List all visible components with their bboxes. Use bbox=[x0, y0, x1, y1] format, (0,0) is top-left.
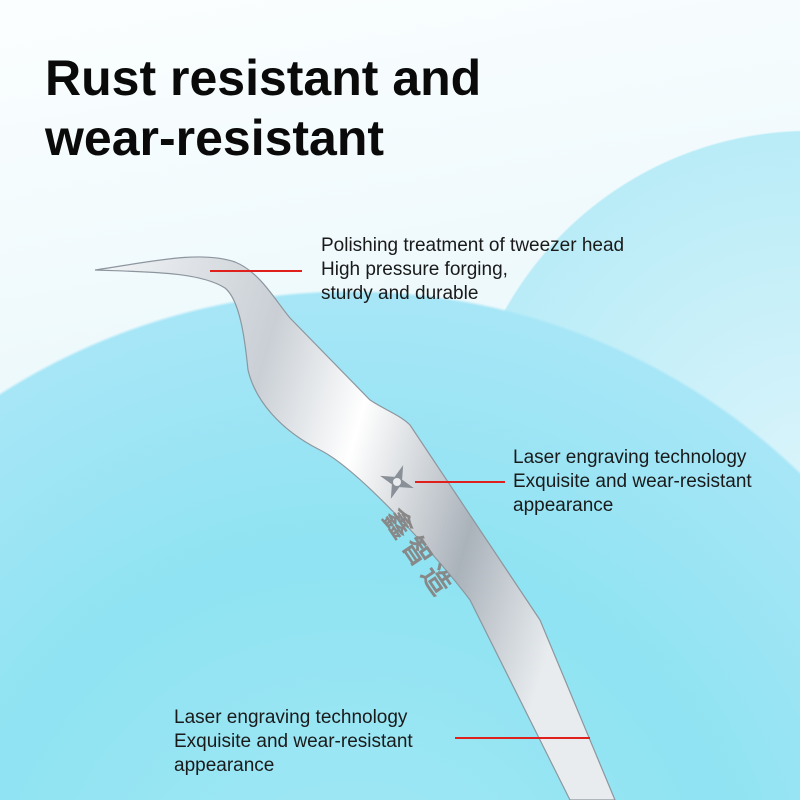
annotation-line: Exquisite and wear-resistant bbox=[174, 731, 413, 752]
callout-line-3 bbox=[455, 737, 590, 739]
annotation-line: sturdy and durable bbox=[321, 283, 479, 304]
annotation-laser-engraving: Laser engraving technology Exquisite and… bbox=[513, 446, 752, 518]
annotation-line: appearance bbox=[174, 755, 275, 776]
title-line-1: Rust resistant and bbox=[45, 50, 482, 106]
shuriken-star-icon bbox=[380, 465, 414, 499]
annotation-head-polishing: Polishing treatment of tweezer head High… bbox=[321, 234, 624, 306]
callout-line-2 bbox=[415, 481, 505, 483]
annotation-line: Polishing treatment of tweezer head bbox=[321, 235, 625, 256]
annotation-line: Exquisite and wear-resistant bbox=[513, 471, 752, 492]
callout-line-1 bbox=[210, 270, 302, 272]
title-line-2: wear-resistant bbox=[45, 110, 385, 166]
page-title: Rust resistant and wear-resistant bbox=[45, 48, 481, 168]
annotation-line: Laser engraving technology bbox=[513, 447, 747, 468]
annotation-line: appearance bbox=[513, 495, 614, 516]
annotation-laser-engraving-lower: Laser engraving technology Exquisite and… bbox=[174, 706, 413, 778]
annotation-line: High pressure forging, bbox=[321, 259, 508, 280]
annotation-line: Laser engraving technology bbox=[174, 707, 408, 728]
